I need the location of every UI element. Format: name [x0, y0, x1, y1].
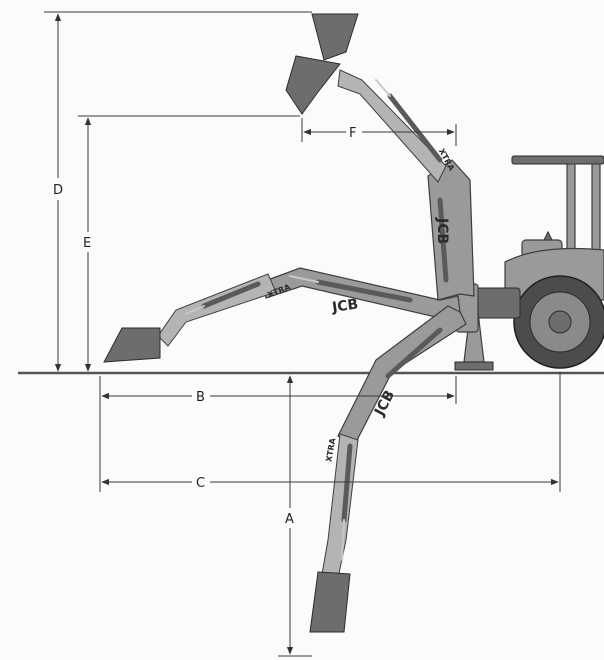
bucket	[103, 327, 161, 363]
canopy-post	[566, 163, 576, 255]
dimension-a: A	[278, 375, 312, 657]
dimension-c: C	[99, 372, 561, 492]
dimension-label-e: E	[83, 236, 91, 251]
tractor-body	[454, 155, 604, 371]
dimension-label-b: B	[196, 390, 205, 405]
bucket	[309, 571, 351, 633]
bucket-curled	[285, 55, 341, 115]
arm-dig-depth: JCB XTRA	[309, 305, 467, 633]
canopy-roof	[511, 155, 604, 165]
dimension-label-f: F	[349, 126, 356, 141]
stabilizer-pad	[454, 361, 494, 371]
dimension-b: B	[99, 376, 457, 405]
wheel-hub	[548, 310, 572, 334]
boom	[427, 159, 475, 301]
model-text: XTRA	[324, 437, 337, 463]
dimension-d: D	[44, 11, 312, 372]
dimension-e: E	[78, 115, 300, 372]
boom	[337, 305, 467, 447]
dimension-label-c: C	[196, 476, 205, 491]
brand-text: JCB	[434, 217, 450, 244]
dimension-label-a: A	[285, 512, 294, 527]
brand-text: JCB	[330, 296, 359, 316]
bucket-top	[311, 13, 359, 61]
dipper	[157, 273, 277, 347]
dimension-f: F	[301, 118, 457, 146]
dimension-label-d: D	[53, 183, 63, 198]
arm-raised: JCB XTRA	[285, 13, 475, 301]
dipper	[337, 69, 447, 183]
canopy-post	[591, 163, 601, 255]
